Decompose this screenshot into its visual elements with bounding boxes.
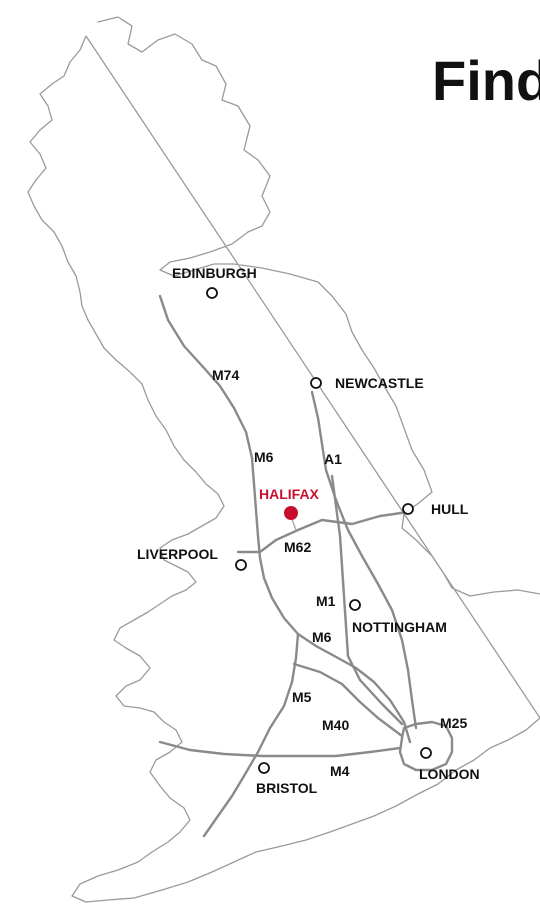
city-label: LIVERPOOL: [137, 546, 218, 562]
road-m4: [158, 740, 402, 758]
city-marker-icon: [206, 287, 218, 299]
road-m25-ring: [398, 720, 454, 772]
road-m40: [292, 662, 404, 738]
city-label: HULL: [431, 501, 469, 517]
city-label: NOTTINGHAM: [352, 619, 447, 635]
city-label: EDINBURGH: [172, 265, 257, 281]
page-title: Find: [432, 49, 540, 112]
city-marker-icon: [310, 377, 322, 389]
road-label-m40: M40: [322, 717, 349, 733]
highlight-halifax: HALIFAX: [259, 486, 320, 520]
road-m5: [202, 632, 300, 838]
location-pin-icon: [284, 506, 298, 520]
city-label: LONDON: [419, 766, 480, 782]
city-label: BRISTOL: [256, 780, 318, 796]
highlight-label: HALIFAX: [259, 486, 320, 502]
road-label-a1: A1: [324, 451, 342, 467]
city-marker-icon: [235, 559, 247, 571]
road-m74-m6: [158, 294, 412, 744]
city-marker-icon: [420, 747, 432, 759]
road-network: [158, 294, 454, 838]
city-marker-icon: [402, 503, 414, 515]
road-label-m74: M74: [212, 367, 239, 383]
city-london: LONDON: [419, 747, 480, 782]
road-label-m5: M5: [292, 689, 312, 705]
city-bristol: BRISTOL: [256, 762, 318, 796]
road-label-m6-north: M6: [254, 449, 274, 465]
road-label-m62: M62: [284, 539, 311, 555]
city-marker-icon: [258, 762, 270, 774]
city-hull: HULL: [402, 501, 469, 517]
city-label: NEWCASTLE: [335, 375, 424, 391]
road-a1: [310, 390, 418, 730]
road-label-m1: M1: [316, 593, 336, 609]
city-nottingham: NOTTINGHAM: [349, 599, 447, 635]
city-newcastle: NEWCASTLE: [310, 375, 424, 391]
city-edinburgh: EDINBURGH: [172, 265, 257, 299]
city-liverpool: LIVERPOOL: [137, 546, 247, 571]
road-label-m6-south: M6: [312, 629, 332, 645]
road-m62: [236, 510, 410, 554]
road-label-m4: M4: [330, 763, 350, 779]
road-label-m25: M25: [440, 715, 467, 731]
city-marker-icon: [349, 599, 361, 611]
britain-coastline: [27, 16, 540, 903]
